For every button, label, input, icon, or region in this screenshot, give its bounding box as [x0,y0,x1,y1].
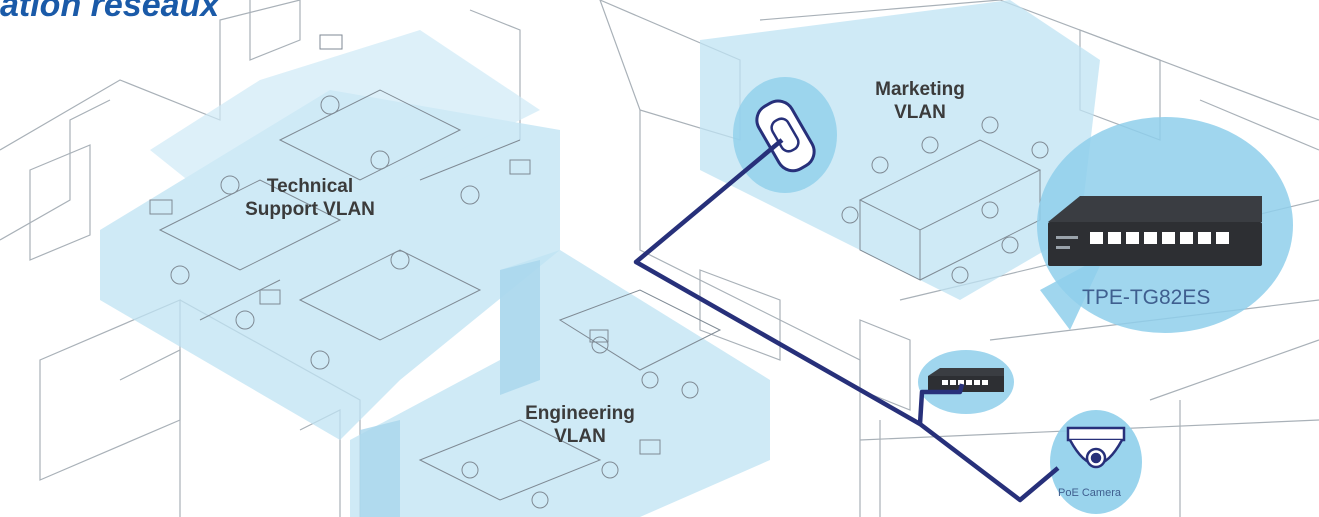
switch-small-highlight [918,350,1014,414]
access-point-highlight [733,77,837,193]
page-heading: ation réseaux [0,0,220,24]
poe-camera [1050,410,1142,514]
camera-icon [1066,426,1126,469]
switch-large-icon [1048,196,1262,266]
engineering-line2: VLAN [554,425,606,447]
marketing-line2: VLAN [894,101,946,123]
technical-support-zone-label: Technical Support VLAN [215,176,405,222]
technical-support-line2: Support VLAN [245,198,375,220]
zone-engineering [350,250,770,517]
engineering-zone-label: Engineering VLAN [490,403,670,449]
marketing-zone-label: Marketing VLAN [840,79,1000,125]
zone-marketing [700,0,1100,300]
camera-label: PoE Camera [1058,487,1121,499]
switch-callout [1037,117,1293,333]
zone-technical-support [100,30,560,440]
engineering-line1: Engineering [525,403,635,424]
technical-support-line1: Technical [266,176,354,197]
marketing-line1: Marketing [875,79,965,100]
access-point-icon [755,99,816,173]
switch-model-label: TPE-TG82ES [1082,286,1211,309]
network-cable [633,138,1060,503]
